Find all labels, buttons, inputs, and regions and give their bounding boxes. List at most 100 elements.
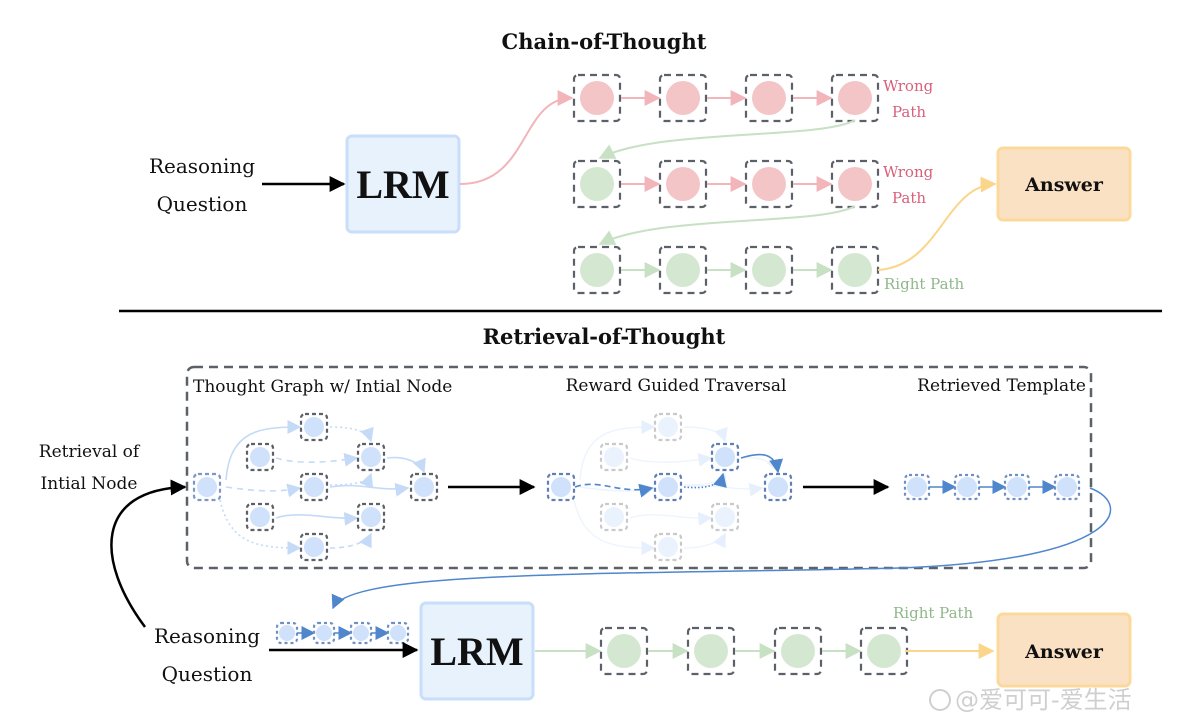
node-circle: [715, 447, 735, 467]
node-frame: [763, 472, 793, 502]
node-frame: [658, 245, 708, 295]
rot-question-line2: Question: [162, 662, 253, 686]
retrieval-of-thought-title: Retrieval-of-Thought: [483, 324, 726, 349]
retrieved-template-chain: [903, 473, 1081, 501]
thought-pipeline-frame: [185, 365, 1093, 570]
node-frame: [299, 412, 329, 442]
graph-node: [245, 502, 275, 532]
rot-lrm-label: LRM: [430, 629, 523, 674]
wrong-path-label-1-line2: Path: [892, 103, 926, 121]
faded-edge: [573, 499, 656, 555]
visited-node: [546, 472, 576, 502]
backtrack-arrow-2: [598, 205, 856, 245]
cot-node-right: [572, 245, 622, 295]
node-circle: [304, 537, 324, 557]
cot-node-wrong: [830, 73, 880, 123]
faded-edge: [683, 472, 728, 489]
node-frame: [599, 626, 649, 676]
faded-edge: [629, 511, 713, 526]
chain-of-thought-title: Chain-of-Thought: [502, 29, 707, 54]
cot-node-right: [744, 245, 794, 295]
node-circle: [658, 417, 678, 437]
node-circle: [1007, 477, 1027, 497]
cot-node-wrong: [744, 159, 794, 209]
node-frame: [245, 502, 275, 532]
retrieval-label-line1: Retrieval of: [39, 442, 141, 462]
traversal-edge-2: [683, 472, 727, 489]
node-frame: [572, 159, 622, 209]
cot-answer-label: Answer: [1024, 174, 1104, 196]
node-circle: [304, 417, 324, 437]
cot-question-line2: Question: [157, 192, 248, 216]
graph-edge: [225, 420, 302, 481]
node-circle: [658, 477, 678, 497]
retrieval-curved-arrow: [110, 479, 187, 628]
wrong-path-label-1-line1: Wrong: [883, 77, 934, 95]
node-frame: [599, 442, 629, 472]
node-frame: [299, 472, 329, 502]
cot-node-wrong: [830, 159, 880, 209]
faded-node: [653, 412, 683, 442]
node-frame: [744, 73, 794, 123]
node-circle: [580, 81, 614, 115]
lrm-to-first-path-arrow: [459, 90, 574, 185]
node-circle: [957, 477, 977, 497]
node-frame: [830, 73, 880, 123]
attached-template-chain: [275, 621, 410, 645]
template-node: [386, 621, 410, 645]
node-circle: [666, 253, 700, 287]
rot-lrm-box: LRM: [419, 601, 535, 701]
graph-edge: [329, 426, 374, 443]
node-circle: [867, 634, 901, 668]
graph-node: [299, 532, 329, 562]
node-circle: [666, 81, 700, 115]
template-node: [903, 473, 931, 501]
template-node: [312, 621, 336, 645]
initial-node: [192, 472, 222, 502]
cot-node-wrong: [744, 73, 794, 123]
retrieval-label-line2: Intial Node: [41, 474, 138, 494]
node-circle: [304, 477, 324, 497]
template-node: [349, 621, 373, 645]
right-path-label-bottom: Right Path: [893, 604, 974, 622]
node-frame: [356, 442, 386, 472]
wrong-path-label-2-line1: Wrong: [883, 163, 934, 181]
node-circle: [551, 477, 571, 497]
node-circle: [361, 447, 381, 467]
faded-edge: [683, 426, 728, 443]
node-frame: [572, 245, 622, 295]
node-frame: [830, 159, 880, 209]
faded-edge: [629, 452, 713, 467]
node-circle: [658, 537, 678, 557]
graph-edge: [219, 499, 302, 555]
node-circle: [838, 253, 872, 287]
watermark-text: @爱可可-爱生活: [955, 686, 1132, 714]
faded-node: [710, 502, 740, 532]
graph-node: [356, 502, 386, 532]
node-circle: [752, 81, 786, 115]
node-frame: [658, 159, 708, 209]
faded-node: [653, 532, 683, 562]
graph-edge: [329, 532, 372, 549]
template-node: [953, 473, 981, 501]
graph-node: [409, 472, 439, 502]
visited-node: [653, 472, 683, 502]
panel-title-retrieved-template: Retrieved Template: [917, 376, 1086, 396]
cot-lrm-box: LRM: [345, 134, 461, 234]
reward-guided-traversal-graph: [546, 412, 793, 562]
node-frame: [572, 73, 622, 123]
node-circle: [279, 625, 295, 641]
node-circle: [197, 477, 217, 497]
node-frame: [599, 502, 629, 532]
traversal-edge-3: [740, 453, 784, 474]
cot-node-wrong: [658, 73, 708, 123]
node-circle: [666, 167, 700, 201]
graph-edge: [329, 472, 374, 489]
node-circle: [604, 447, 624, 467]
weibo-icon: [929, 689, 951, 711]
node-circle: [768, 477, 788, 497]
node-frame: [653, 412, 683, 442]
panel-title-thought-graph: Thought Graph w/ Intial Node: [193, 377, 452, 397]
rot-answer-label: Answer: [1024, 641, 1104, 663]
